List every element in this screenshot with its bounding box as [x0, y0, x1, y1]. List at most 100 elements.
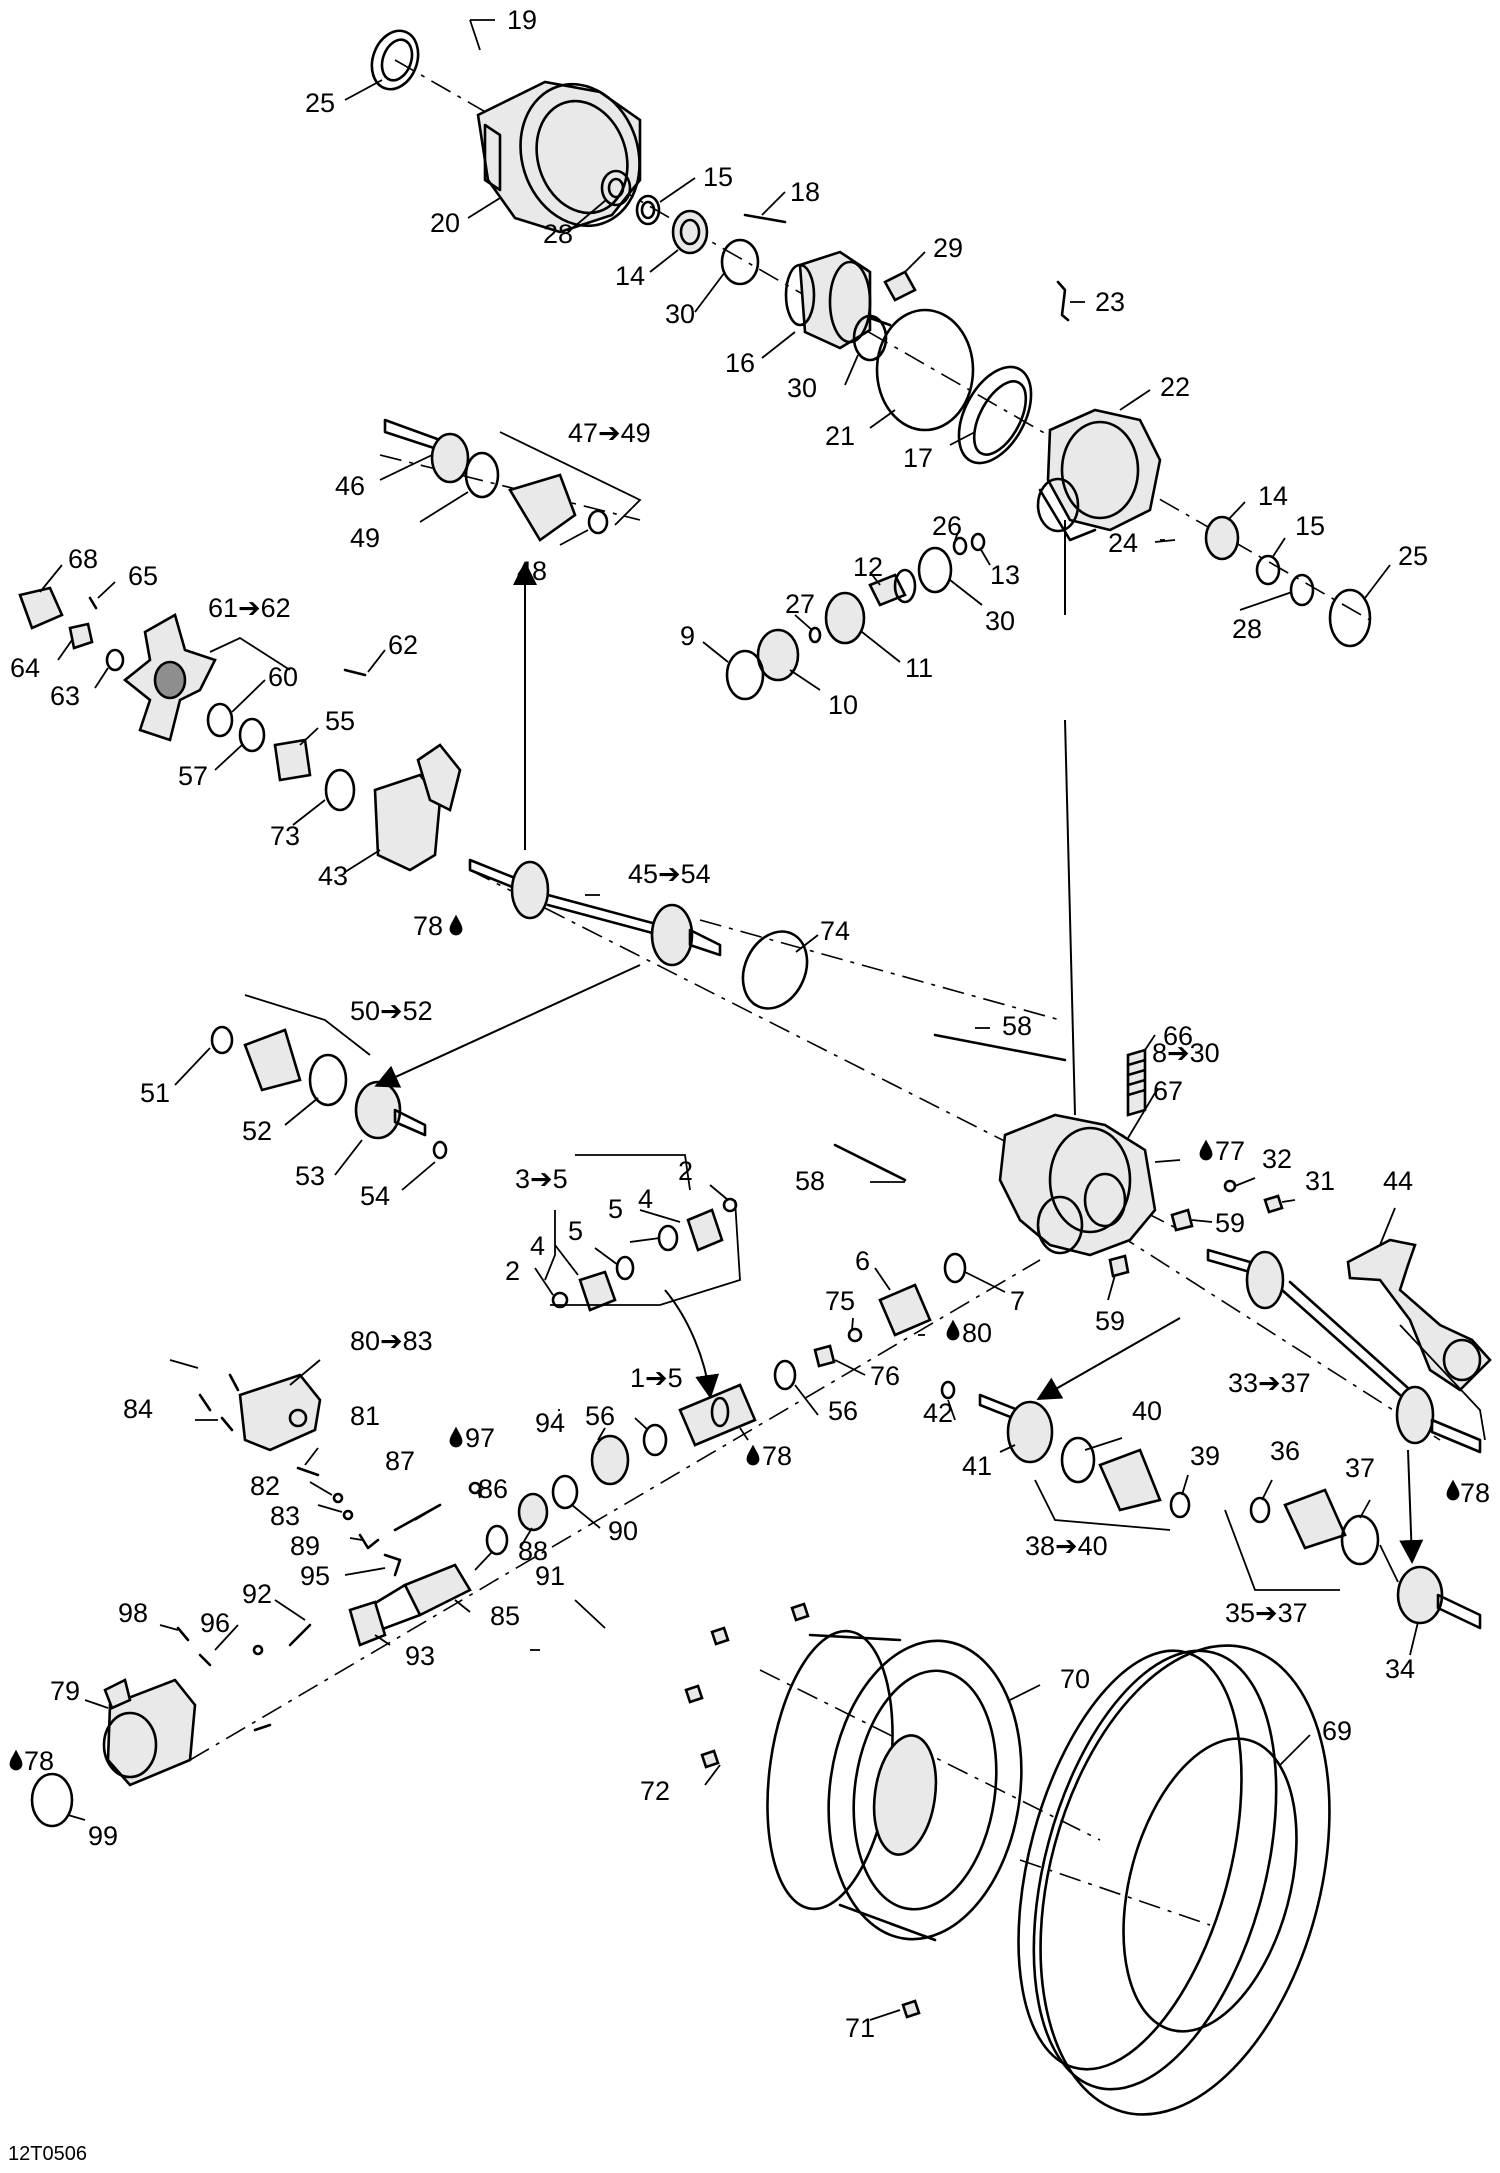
part-18-pin [743, 213, 787, 224]
part-93-sleeve [348, 1600, 387, 1647]
callout-42: 42 [923, 1398, 953, 1428]
bracket-33-37 [1399, 1324, 1486, 1441]
part-49-clamp [464, 451, 500, 499]
callout-30-middle: 30 [787, 373, 817, 403]
part-30-shim-lower [917, 546, 953, 594]
callout-19: 19 [507, 5, 537, 35]
part-2-plug-left [551, 1291, 569, 1309]
part-14-bearing [671, 209, 709, 255]
part-36-clamp [1249, 1496, 1271, 1524]
bracket-47-49 [499, 431, 642, 526]
callout-95: 95 [300, 1561, 330, 1591]
callout-15-top: 15 [703, 162, 733, 192]
callout-55: 55 [325, 706, 355, 736]
callout-80-lube: 80 [962, 1318, 992, 1348]
part-11-bearing [824, 591, 866, 645]
parts-drawing [18, 29, 1492, 2116]
callout-49: 49 [350, 523, 380, 553]
part-81-pin [296, 1466, 320, 1477]
part-46-cv-joint-upper [383, 418, 470, 484]
callout-52: 52 [242, 1116, 272, 1146]
callout-31: 31 [1305, 1166, 1335, 1196]
part-10-bearing [756, 628, 800, 682]
part-84-screw [220, 1416, 234, 1432]
part-4-boot-left [578, 1270, 617, 1312]
part-80-screw-a [228, 1373, 240, 1392]
part-30-shim-middle [852, 314, 888, 362]
callout-58-lower: 58 [795, 1166, 825, 1196]
callout-87: 87 [385, 1446, 415, 1476]
part-1-shaft-assembly [678, 1383, 757, 1447]
part-23-wire [1056, 280, 1070, 322]
callout-22: 22 [1160, 372, 1190, 402]
callout-25-top: 25 [305, 88, 335, 118]
part-73-ring [324, 768, 356, 812]
callout-16: 16 [725, 348, 755, 378]
callout-80-83: 80➔83 [350, 1326, 433, 1356]
callout-47: 47➔49 [568, 418, 651, 448]
part-51-clamp [210, 1025, 234, 1055]
part-69-tire [1017, 1644, 1331, 2116]
part-61-hub [122, 613, 217, 742]
part-86-ball [468, 1481, 482, 1495]
callout-45: 45➔54 [628, 859, 711, 889]
part-13-washer [970, 532, 986, 552]
callout-76: 76 [870, 1361, 900, 1391]
callout-15-right: 15 [1295, 511, 1325, 541]
callout-12: 12 [853, 552, 883, 582]
callout-8: 8➔30 [1152, 1038, 1220, 1068]
part-90-ring [551, 1474, 579, 1510]
callout-28-right: 28 [1232, 614, 1262, 644]
part-91-ring [485, 1524, 509, 1556]
callout-56-left: 56 [585, 1401, 615, 1431]
part-80-screw-b [198, 1393, 212, 1412]
part-59-nut-lower [1108, 1254, 1130, 1278]
callout-58-upper: 58 [1002, 1011, 1032, 1041]
callout-53: 53 [295, 1161, 325, 1191]
group-brackets [209, 431, 1486, 1591]
callout-labels: 19 25 20 28 15 18 14 29 30 23 16 30 22 2… [8, 5, 1490, 2165]
part-95-fork [383, 1553, 402, 1577]
callout-61: 61➔62 [208, 593, 291, 623]
part-96-washer [252, 1644, 264, 1656]
callout-2-left: 2 [505, 1256, 520, 1286]
part-58-bolt-upper [933, 1033, 1067, 1062]
part-22-cover [1036, 408, 1162, 542]
part-27-clip [808, 626, 822, 644]
part-37-clamp [1340, 1514, 1380, 1566]
part-boot-far-right [1283, 1488, 1347, 1550]
callout-34: 34 [1385, 1654, 1415, 1684]
callout-91: 91 [535, 1561, 565, 1591]
callout-9: 9 [680, 621, 695, 651]
part-6-sleeve [878, 1283, 932, 1337]
part-52-clamp [308, 1053, 348, 1107]
part-boot-upper [508, 473, 577, 542]
callout-78-left: 78 [413, 911, 443, 941]
part-75-washer [847, 1327, 863, 1343]
callout-78-right: 78 [1460, 1478, 1490, 1508]
part-57-ring [238, 717, 266, 753]
part-17-seal [957, 365, 1033, 465]
part-60-bearing [206, 702, 234, 738]
callout-79: 79 [50, 1676, 80, 1706]
figure-code: 12T0506 [8, 2143, 87, 2165]
part-25-seal-top [370, 29, 420, 91]
callout-28-top: 28 [543, 219, 573, 249]
callout-83: 83 [270, 1501, 300, 1531]
bracket-3-5-bottom [550, 1199, 741, 1306]
part-25-seal-right [1328, 588, 1372, 648]
part-54-ring [432, 1140, 448, 1160]
callout-30-top: 30 [665, 299, 695, 329]
part-28-bearing-right [1289, 573, 1315, 607]
drop-icon-97 [449, 1426, 463, 1448]
part-94-bearing [590, 1434, 630, 1486]
part-79-screw [253, 1723, 272, 1732]
callout-1: 1➔5 [630, 1363, 683, 1393]
part-68-cap [18, 586, 64, 630]
callout-26: 26 [932, 511, 962, 541]
callout-37: 37 [1345, 1453, 1375, 1483]
callout-30-lower: 30 [985, 606, 1015, 636]
callout-71: 71 [845, 2013, 875, 2043]
drop-icon-78-bottom-left [9, 1749, 23, 1771]
callout-90: 90 [608, 1516, 638, 1546]
